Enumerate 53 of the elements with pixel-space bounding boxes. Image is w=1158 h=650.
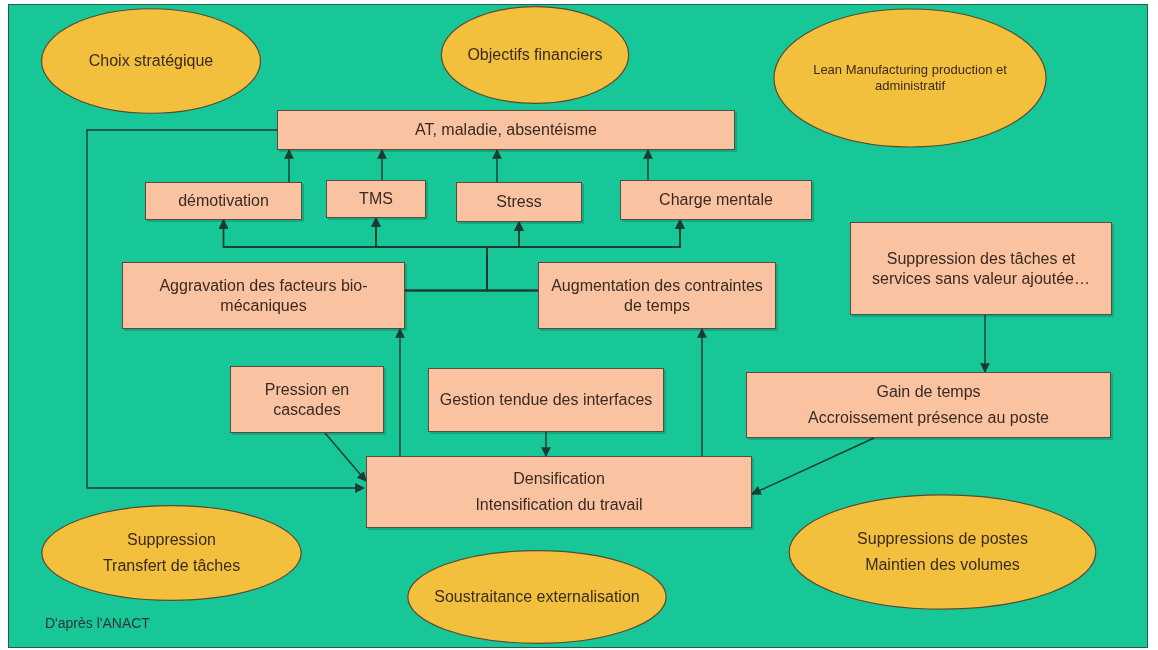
- arrow: [980, 314, 990, 373]
- process-box: [620, 180, 812, 220]
- process-box: [850, 222, 1112, 315]
- node-text: Pression en cascades: [263, 379, 351, 420]
- node-text: AT, maladie, absentéisme: [415, 120, 597, 140]
- arrow: [377, 149, 387, 181]
- node-text: Intensification du travail: [475, 495, 643, 515]
- arrow: [324, 432, 367, 482]
- node-text: Stress: [496, 192, 542, 212]
- node-text: Densification: [513, 469, 605, 489]
- node-text: Suppressions de postes: [857, 529, 1028, 549]
- node-text: Choix stratégique: [88, 51, 214, 71]
- arrow: [486, 219, 685, 292]
- node-text: Maintien des volumes: [865, 555, 1020, 575]
- node-text: Gestion tendue des interfaces: [439, 390, 653, 410]
- arrow: [284, 149, 294, 183]
- arrow: [492, 149, 502, 183]
- node-text: Soustraitance externalisation: [434, 587, 640, 607]
- node-text: Charge mentale: [659, 190, 773, 210]
- node-text: Aggravation des facteurs bio-mécaniques: [158, 275, 369, 316]
- arrow: [697, 328, 707, 457]
- process-box: [428, 368, 664, 432]
- source-note: D'après l'ANACT: [45, 615, 150, 631]
- process-box: [122, 262, 405, 329]
- ellipse-node: [406, 550, 668, 644]
- ellipse-node: [772, 8, 1048, 148]
- arrow: [643, 149, 653, 181]
- process-box: [145, 182, 302, 220]
- node-text: démotivation: [178, 191, 269, 211]
- node-text: TMS: [359, 189, 393, 209]
- ellipse-node: [440, 6, 630, 104]
- ellipse-node: [787, 494, 1098, 610]
- node-text: Gain de temps: [876, 382, 981, 402]
- node-text: Lean Manufacturing production et administratif: [812, 61, 1008, 95]
- arrow: [86, 129, 365, 493]
- node-text: Augmentation des contraintes de temps: [550, 275, 764, 316]
- process-box: [538, 262, 776, 329]
- arrow: [395, 328, 405, 457]
- node-text: Suppression: [127, 530, 216, 550]
- process-box: [230, 366, 384, 433]
- arrow: [541, 431, 551, 457]
- arrow: [751, 437, 875, 495]
- node-text: Objectifs financiers: [467, 45, 603, 65]
- process-box: [366, 456, 752, 528]
- node-text: Accroissement présence au poste: [808, 408, 1049, 428]
- process-box: [277, 110, 735, 150]
- process-box: [456, 182, 582, 222]
- node-text: Transfert de tâches: [102, 556, 241, 576]
- process-box: [326, 180, 426, 218]
- node-text: Suppression des tâches et services sans valeur ajoutée…: [871, 248, 1091, 289]
- ellipse-node: [40, 8, 262, 114]
- process-box: [746, 372, 1111, 438]
- ellipse-node: [40, 505, 303, 601]
